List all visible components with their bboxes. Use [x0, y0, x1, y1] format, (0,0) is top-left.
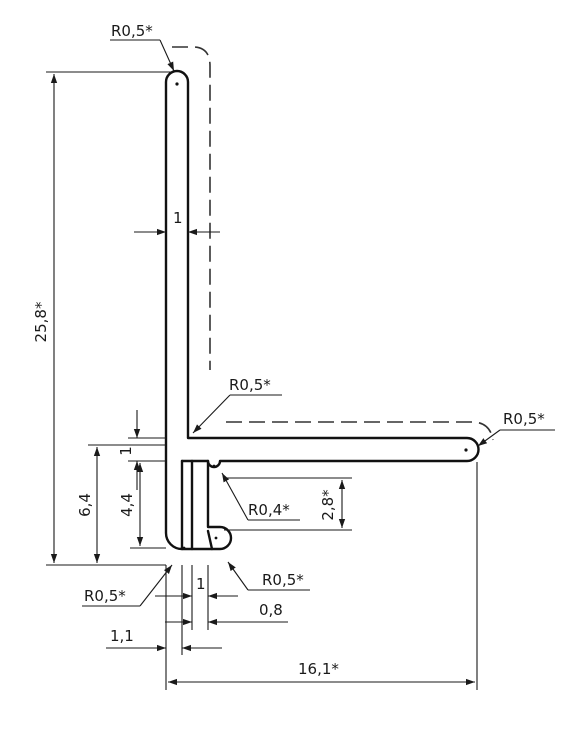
dimension-label: 16,1*	[298, 660, 339, 678]
dimension-label: 25,8*	[32, 301, 50, 342]
dimension-label: 2,8*	[319, 489, 337, 521]
leader-line	[227, 561, 249, 591]
center-mark	[175, 82, 179, 86]
leader-line	[477, 429, 501, 447]
center-mark	[214, 536, 218, 540]
radius-label: R0,4*	[248, 501, 290, 519]
dimension-label: 1,1	[110, 627, 134, 645]
dimension-label: 0,8	[259, 601, 283, 619]
center-mark	[182, 546, 186, 550]
inner-bottom-line	[206, 529, 214, 551]
dimension-label: 1	[173, 209, 183, 227]
radius-label: R0,5*	[262, 571, 304, 589]
leader-line	[221, 472, 249, 521]
profile-outline	[164, 69, 480, 551]
dimension-label: 1	[117, 446, 135, 456]
radius-label: R0,5*	[111, 22, 153, 40]
center-mark	[464, 448, 468, 452]
leader-line	[192, 394, 231, 434]
center-mark	[212, 464, 216, 468]
radius-label: R0,5*	[84, 587, 126, 605]
dimension-label: 1	[196, 575, 206, 593]
leader-line	[159, 39, 175, 72]
dimension-label: 4,4	[118, 493, 136, 517]
radius-label: R0,5*	[229, 376, 271, 394]
leader-line	[139, 564, 173, 607]
dimension-label: 6,4	[76, 493, 94, 517]
phantom-outline	[172, 46, 211, 370]
phantom-outline	[226, 421, 494, 441]
radius-label: R0,5*	[503, 410, 545, 428]
